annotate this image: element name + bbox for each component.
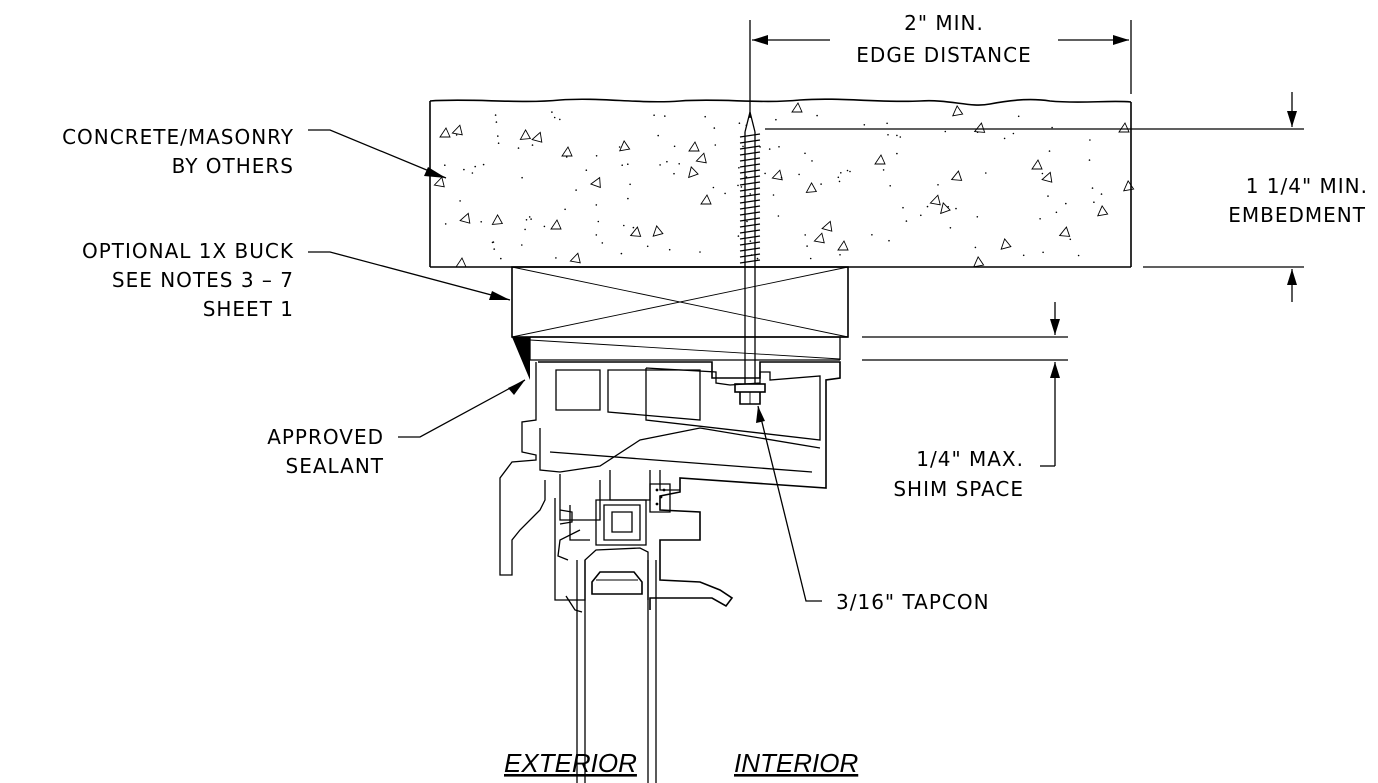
- tapcon-label: 3/16" TAPCON: [836, 590, 990, 614]
- tapcon-screw: [734, 111, 766, 405]
- edge-distance-label-line2: EDGE DISTANCE: [856, 43, 1031, 67]
- concrete-label-line2: BY OTHERS: [172, 154, 294, 178]
- sealant-label-line1: APPROVED: [267, 425, 384, 449]
- sealant-label-line2: SEALANT: [286, 454, 384, 478]
- interior-label: INTERIOR: [734, 748, 858, 778]
- wood-buck: [511, 266, 849, 338]
- concrete-block: [429, 98, 1135, 268]
- embedment-label-line2: EMBEDMENT: [1228, 203, 1366, 227]
- sealant-bead: [512, 337, 530, 380]
- leader-lines: [308, 129, 822, 602]
- buck-label-line1: OPTIONAL 1X BUCK: [82, 239, 294, 263]
- concrete-aggregate: [433, 102, 1135, 268]
- buck-label-line3: SHEET 1: [203, 297, 294, 321]
- embedment-label-line1: 1 1/4" MIN.: [1246, 174, 1368, 198]
- shim-space-label-line2: SHIM SPACE: [893, 477, 1024, 501]
- exterior-label: EXTERIOR: [504, 748, 637, 778]
- concrete-label-line1: CONCRETE/MASONRY: [62, 125, 294, 149]
- glazing-unit: [576, 560, 657, 783]
- window-frame-profile: [499, 361, 841, 613]
- embedment-dimension: [765, 92, 1304, 302]
- screw-threads: [739, 133, 761, 264]
- edge-distance-label-line1: 2" MIN.: [904, 11, 984, 35]
- labels: CONCRETE/MASONRY BY OTHERS OPTIONAL 1X B…: [62, 11, 1368, 778]
- shim-space: [529, 336, 848, 361]
- buck-label-line2: SEE NOTES 3 – 7: [112, 268, 294, 292]
- shim-space-dimension: [862, 302, 1068, 467]
- shim-space-label-line1: 1/4" MAX.: [916, 447, 1024, 471]
- edge-distance-dimension: [749, 20, 1132, 118]
